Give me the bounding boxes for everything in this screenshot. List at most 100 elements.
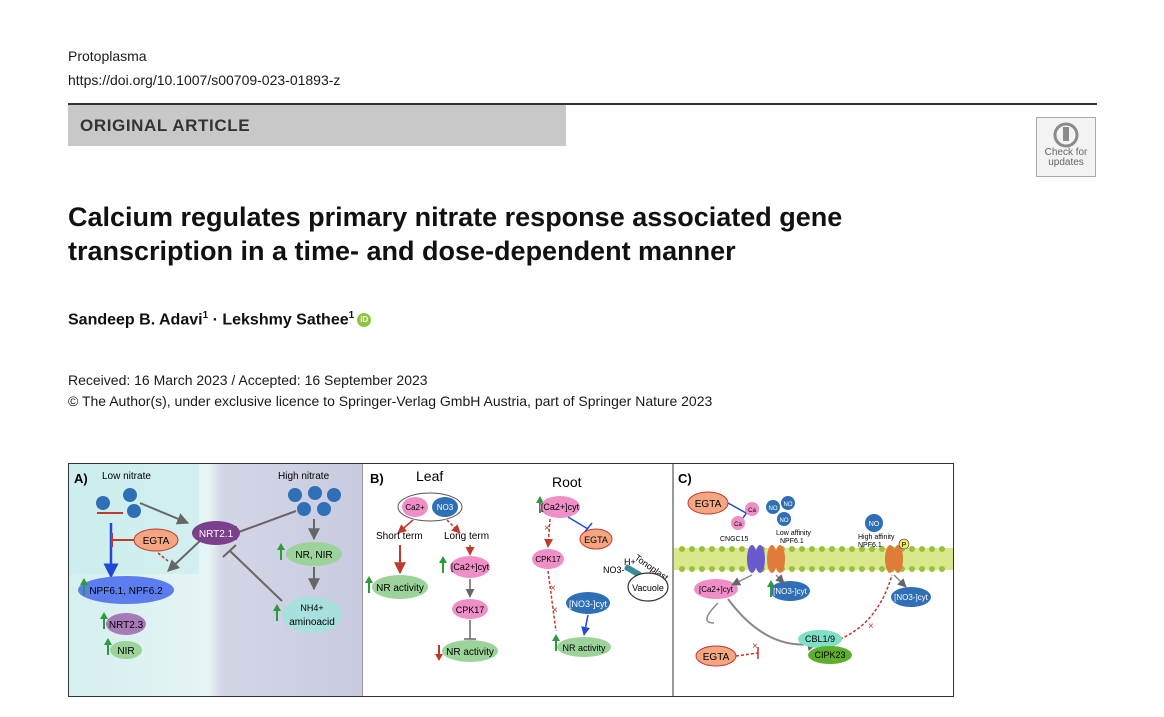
doi-link[interactable]: https://doi.org/10.1007/s00709-023-01893… — [68, 72, 341, 88]
graphical-abstract-figure: A) Low nitrate High nitrate — [68, 463, 954, 697]
received-dates: Received: 16 March 2023 / Accepted: 16 S… — [68, 372, 428, 388]
npf61-label: NPF6.1 — [780, 538, 804, 545]
root-ca-cyt-label: [Ca2+]cyt — [541, 502, 580, 512]
nrt21-label: NRT2.1 — [199, 529, 234, 540]
no3-node — [432, 497, 458, 517]
c-block-mark: × — [868, 621, 874, 632]
check-updates-icon — [1053, 122, 1079, 148]
c-ca-cyt-node — [694, 579, 738, 599]
root-ca-cyt-node — [540, 496, 580, 518]
cipk23-node — [808, 646, 852, 664]
no3-molecules-low — [96, 488, 141, 518]
vacuole-label: Vacuole — [632, 583, 664, 593]
ca-ion — [745, 502, 759, 516]
upregulation-arrows — [80, 543, 285, 655]
no3-minus-label: NO3- — [603, 565, 625, 575]
ca-label: Ca2+ — [405, 503, 425, 512]
c-no3-cyt-node-2 — [891, 587, 931, 607]
journal-name: Protoplasma — [68, 48, 147, 64]
no-ion-2 — [781, 496, 795, 510]
c-ca-cyt-label: [Ca2+]cyt — [699, 585, 734, 594]
svg-text:Ca: Ca — [748, 508, 756, 514]
c-no3-cyt-label: [NO3-]cyt — [773, 587, 808, 596]
nrt23-label: NRT2.3 — [109, 620, 144, 631]
leaf-label: Leaf — [416, 468, 443, 484]
panel-b-label: B) — [370, 471, 384, 486]
affiliation-mark: 1 — [202, 310, 209, 321]
no-ion-3 — [777, 512, 791, 526]
author-separator: · — [208, 311, 223, 329]
author-name[interactable]: Lekshmy Sathee — [222, 311, 349, 329]
low-nitrate-label: Low nitrate — [102, 471, 151, 482]
panel-a-label: A) — [74, 471, 88, 486]
vacuole-node — [627, 572, 669, 602]
nir-node — [110, 641, 142, 659]
block-mark-3: × — [552, 605, 558, 616]
egta-node — [133, 528, 179, 552]
author-name[interactable]: Sandeep B. Adavi — [68, 311, 203, 329]
no3-cyt-node — [566, 592, 610, 614]
cipk23-label: CIPK23 — [814, 650, 845, 660]
cngc15-channel — [747, 545, 765, 573]
nr-activity-label-2: NR activity — [446, 647, 494, 658]
block-mark-2: × — [550, 583, 556, 594]
cpk17-label: CPK17 — [456, 605, 485, 615]
egta-top-label: EGTA — [695, 499, 722, 510]
c-no3-cyt-label-2: [NO3-]cyt — [894, 593, 929, 602]
panel-c: C) EGTA Ca Ca NO NO NO NO CNGC15 Low aff… — [674, 471, 953, 667]
nr-activity-node — [372, 575, 428, 599]
low-affinity-transporter — [767, 545, 785, 573]
no3-molecules-high — [288, 486, 341, 516]
arrow-icons-b — [365, 496, 560, 661]
short-term-label: Short term — [376, 531, 423, 542]
nh4-label: NH4+ — [300, 603, 323, 613]
affiliation-mark: 1 — [348, 310, 355, 321]
phospho-label: P — [902, 542, 907, 549]
plasma-membrane — [674, 548, 953, 570]
copyright-line: © The Author(s), under exclusive licence… — [68, 393, 713, 409]
transporter-icon — [624, 564, 642, 578]
npf-label: NPF6.1, NPF6.2 — [89, 586, 163, 597]
root-cpk17-label: CPK17 — [535, 555, 561, 564]
nrt23-node — [106, 613, 146, 635]
hplus-label: H+ — [624, 557, 636, 567]
panel-c-label: C) — [678, 471, 692, 486]
low-affinity-label: Low affinity — [776, 530, 811, 537]
nh4-node — [282, 597, 342, 633]
block-mark: × — [544, 523, 550, 534]
high-affinity-transporter — [885, 545, 903, 573]
cngc15-label: CNGC15 — [720, 536, 749, 543]
no3-cyt-label: [NO3-]cyt — [569, 599, 608, 609]
root-nr-activity-label: NR activity — [562, 643, 606, 653]
nr-nir-node — [286, 542, 342, 566]
egta-label: EGTA — [143, 536, 170, 547]
ca-cyt-label: [Ca2+]cyt — [451, 562, 490, 572]
cpk17-node — [452, 599, 488, 619]
no-ion-4 — [865, 514, 883, 532]
c-no3-cyt-node — [770, 581, 810, 601]
nrt21-node — [192, 521, 240, 545]
ca-ion-2 — [731, 516, 745, 530]
high-affinity-label: High affinity — [858, 534, 895, 541]
svg-text:Ca: Ca — [734, 522, 742, 528]
header-rule — [68, 103, 1097, 105]
long-term-label: Long term — [444, 531, 489, 542]
c-block-mark-2: × — [752, 641, 758, 652]
upregulation-arrows-c — [767, 580, 775, 597]
nir-label: NIR — [117, 646, 134, 657]
nr-activity-label: NR activity — [376, 583, 424, 594]
phospho-badge — [898, 538, 910, 550]
npf61b-label: NPF6.1 — [858, 542, 882, 549]
orcid-icon[interactable]: iD — [357, 313, 372, 328]
high-nitrate-label: High nitrate — [278, 471, 330, 482]
root-egta-node — [579, 528, 613, 550]
ca-node — [402, 497, 428, 517]
no3-label: NO3 — [437, 503, 454, 512]
aminoacid-label: aminoacid — [289, 617, 335, 628]
svg-text:NO: NO — [869, 521, 880, 528]
panel-a: A) Low nitrate High nitrate — [69, 464, 362, 696]
root-nr-activity-node — [557, 637, 611, 657]
